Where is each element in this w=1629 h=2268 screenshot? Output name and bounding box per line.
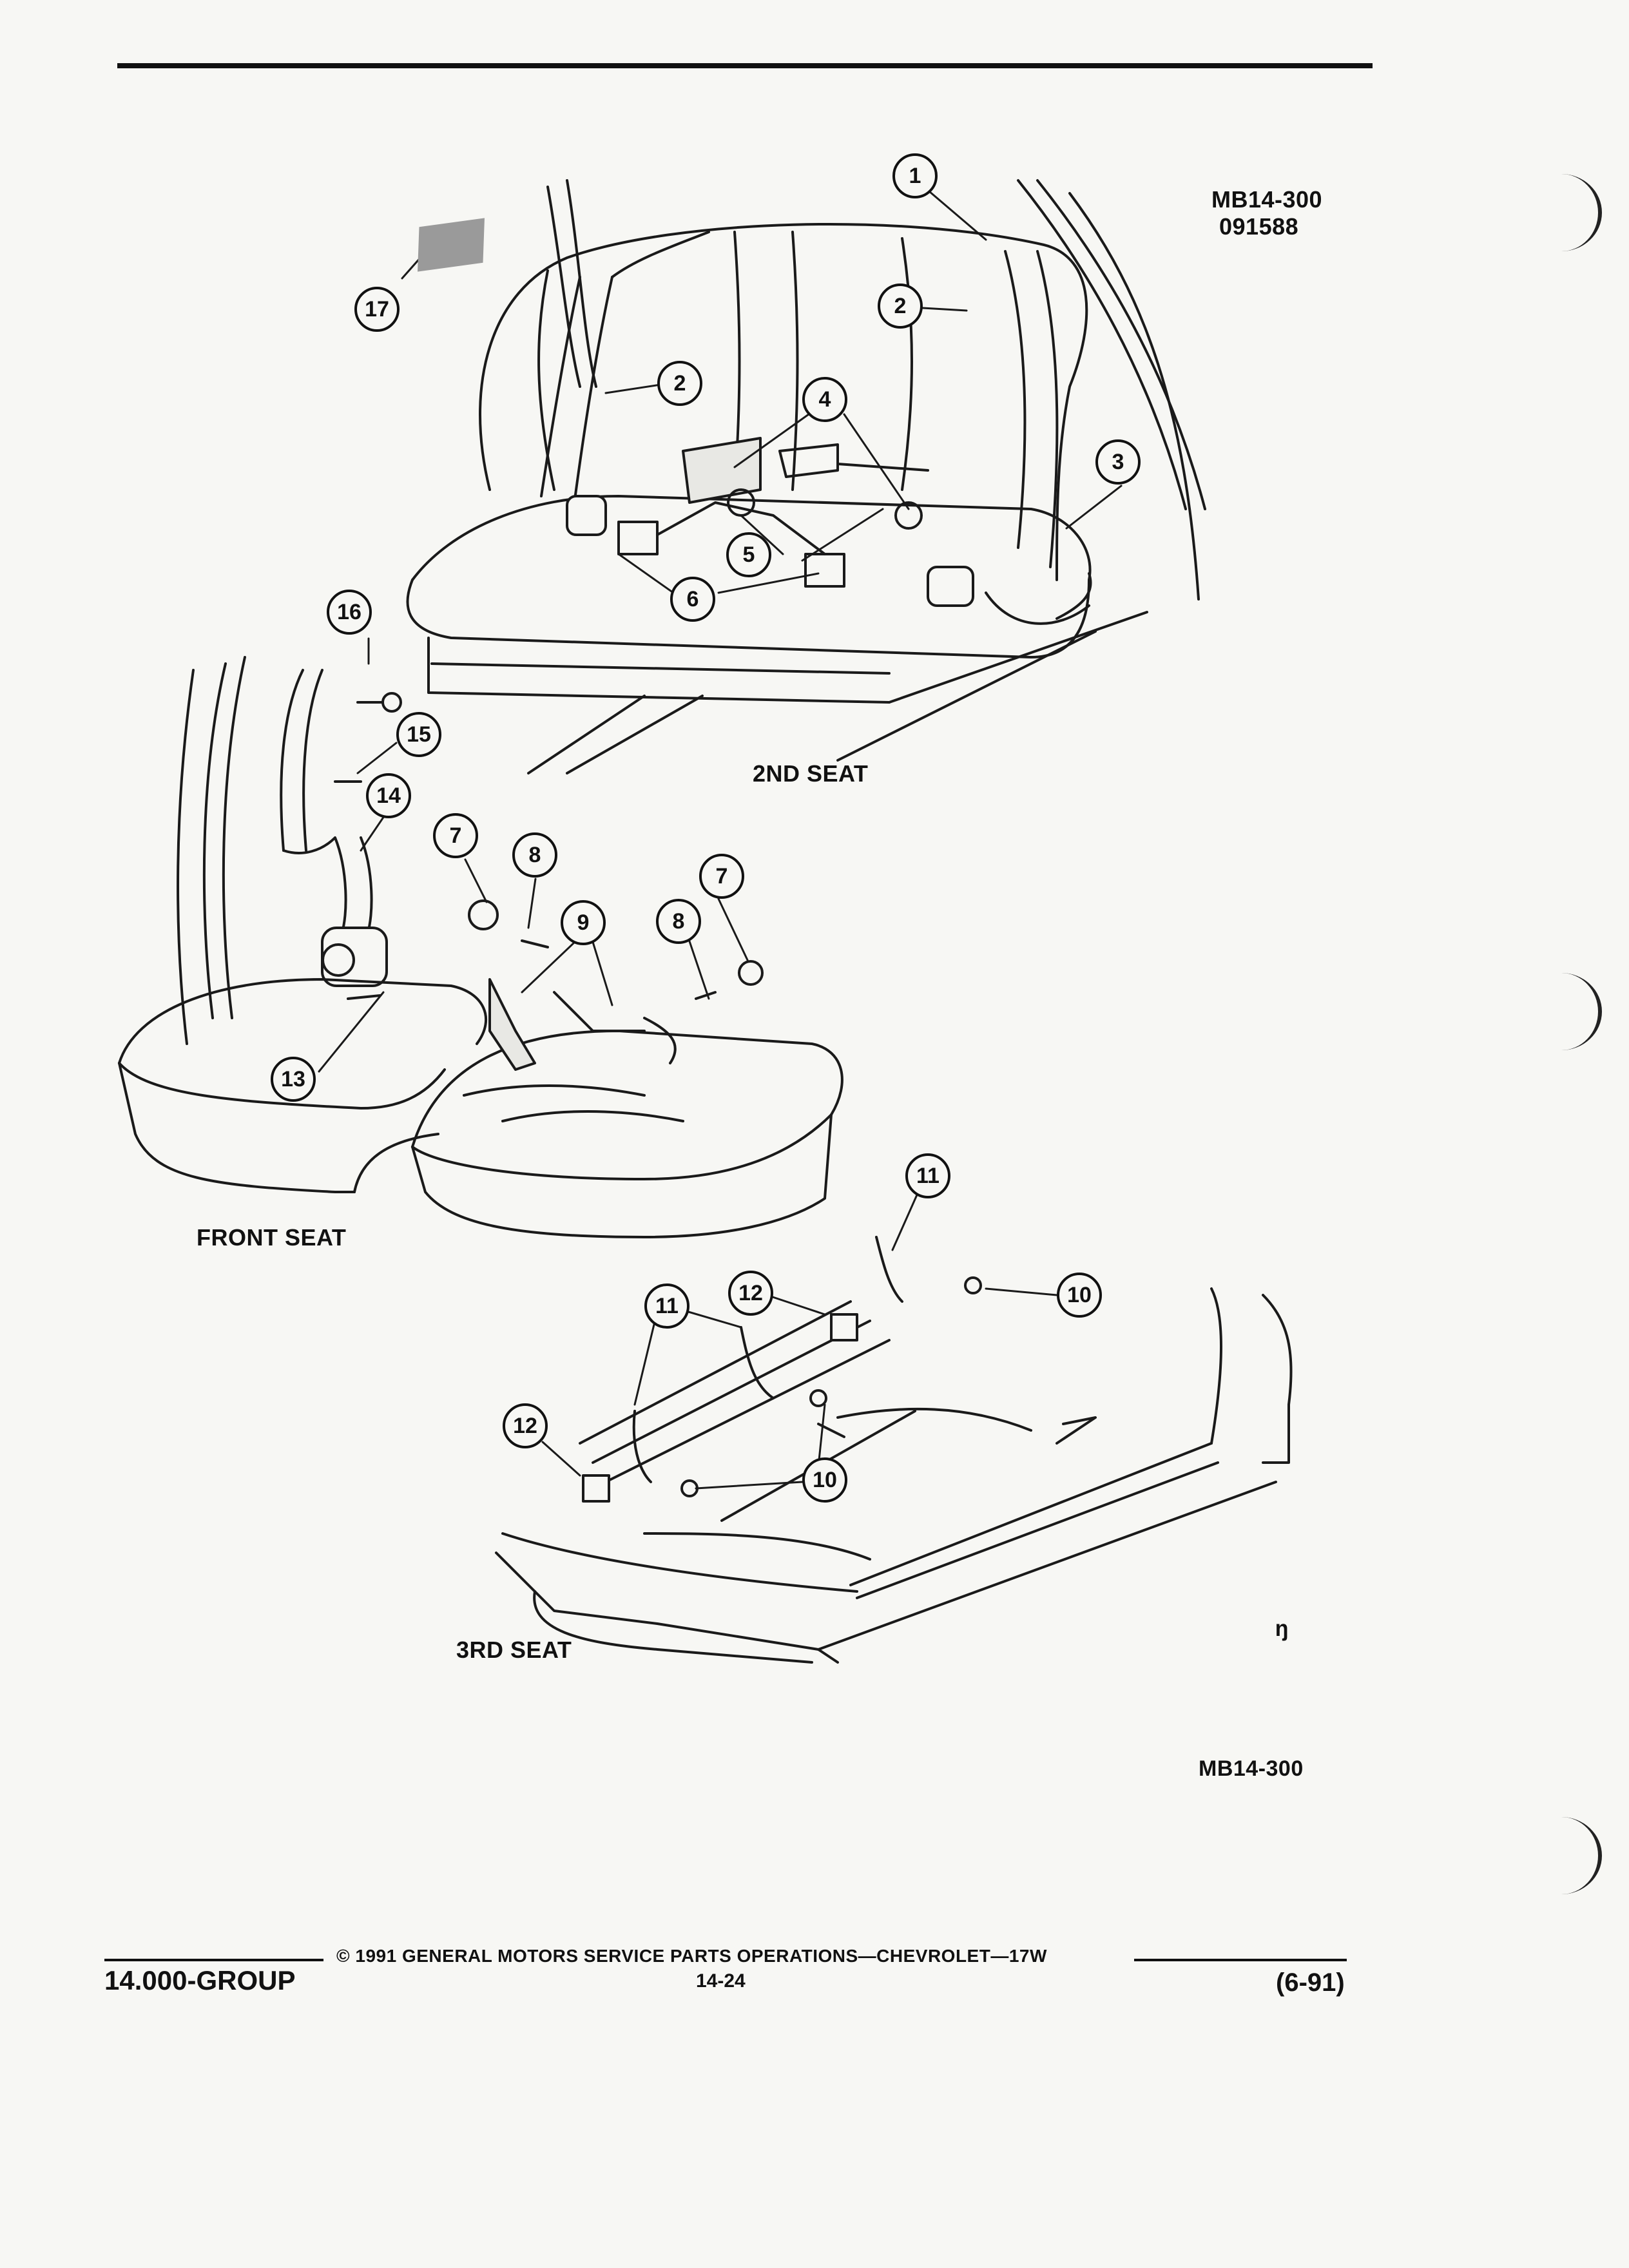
- footer-rule-right: [1134, 1959, 1347, 1961]
- figure-code-bottom: MB14-300: [1199, 1756, 1304, 1781]
- binder-mark: [1521, 973, 1602, 1050]
- callout-11: 11: [905, 1153, 950, 1198]
- third-seat-drawing: [495, 1236, 1293, 1664]
- front-seat-drawing: [118, 656, 843, 1238]
- callout-7: 7: [433, 813, 478, 858]
- callout-1: 1: [892, 153, 938, 198]
- callout-8: 8: [512, 832, 557, 878]
- callout-11: 11: [644, 1283, 689, 1329]
- callout-14: 14: [366, 773, 411, 818]
- revision-date: (6-91): [1276, 1968, 1345, 1997]
- callout-10: 10: [802, 1457, 847, 1503]
- callout-4: 4: [802, 377, 847, 422]
- third-seat-label: 3RD SEAT: [456, 1637, 572, 1663]
- callout-17: 17: [354, 287, 400, 332]
- footer-rule-left: [104, 1959, 323, 1961]
- reference-mark: ᵑ: [1276, 1615, 1288, 1651]
- binder-mark: [1521, 1817, 1602, 1894]
- callout-2: 2: [657, 361, 702, 406]
- footer-copyright: © 1991 GENERAL MOTORS SERVICE PARTS OPER…: [336, 1946, 1047, 1966]
- callout-12: 12: [503, 1403, 548, 1448]
- leader-lines: [318, 190, 1123, 1490]
- callout-13: 13: [271, 1057, 316, 1102]
- callout-15: 15: [396, 712, 441, 757]
- figure-date: 091588: [1219, 213, 1299, 240]
- second-seat-label: 2ND SEAT: [753, 760, 869, 787]
- label-plate: [418, 218, 485, 272]
- callout-16: 16: [327, 590, 372, 635]
- callout-6: 6: [670, 577, 715, 622]
- callout-2: 2: [878, 284, 923, 329]
- callout-7: 7: [699, 854, 744, 899]
- binder-mark: [1521, 174, 1602, 251]
- footer-group: 14.000-GROUP: [104, 1965, 296, 1995]
- second-seat-drawing: [406, 179, 1206, 774]
- callout-10: 10: [1057, 1273, 1102, 1318]
- callout-9: 9: [561, 900, 606, 945]
- callout-8: 8: [656, 899, 701, 944]
- front-seat-label: FRONT SEAT: [197, 1224, 347, 1251]
- page-number: 14-24: [696, 1970, 746, 1992]
- callout-3: 3: [1095, 439, 1141, 485]
- callout-12: 12: [728, 1271, 773, 1316]
- callout-5: 5: [726, 532, 771, 577]
- top-rule: [117, 63, 1373, 68]
- figure-code: MB14-300: [1211, 186, 1323, 213]
